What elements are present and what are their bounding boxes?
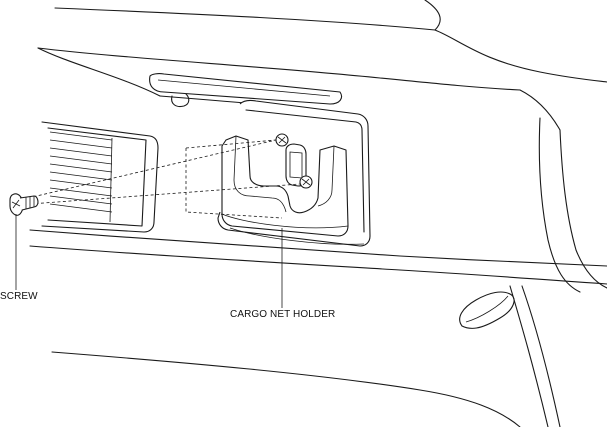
right-pillar	[509, 117, 607, 427]
leader-lines	[15, 214, 283, 308]
screw-label: SCREW	[0, 291, 38, 302]
cargo-net-holder	[217, 99, 371, 247]
upper-trim-panel	[37, 0, 607, 131]
trim-recess-slot	[149, 73, 343, 108]
cargo-net-holder-label: CARGO NET HOLDER	[230, 309, 336, 320]
vent-grille	[41, 121, 159, 233]
screw-icon	[9, 193, 39, 216]
lower-trim-panel	[29, 229, 607, 427]
oval-opening	[459, 291, 515, 329]
alignment-guides	[27, 139, 301, 219]
